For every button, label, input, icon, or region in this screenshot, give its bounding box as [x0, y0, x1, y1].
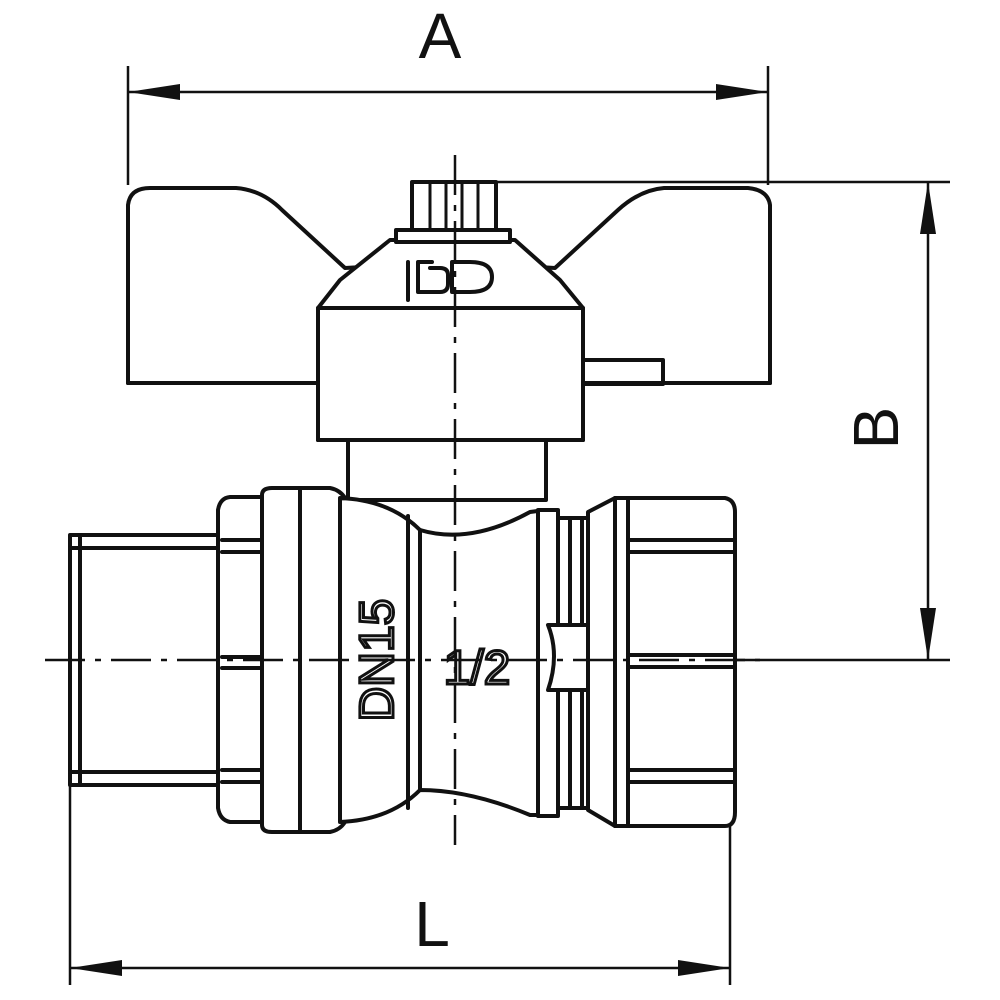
dimension-b-label: B — [840, 407, 912, 450]
right-hex-nut — [586, 496, 737, 828]
dimension-a: A — [126, 0, 770, 185]
arrow-right-icon — [678, 960, 730, 976]
stem-neck — [346, 438, 548, 502]
thread-size-marking: 1/2 — [444, 642, 511, 695]
arrow-right-icon — [716, 84, 768, 100]
dimension-l-label: L — [414, 888, 450, 960]
dimension-b: B — [495, 180, 950, 662]
arrow-down-icon — [920, 608, 936, 660]
dimension-l: L — [68, 780, 732, 985]
arrow-left-icon — [128, 84, 180, 100]
arrow-up-icon — [920, 182, 936, 234]
dimension-a-label: A — [419, 0, 462, 72]
stem-top — [394, 180, 512, 244]
body-rings — [536, 508, 604, 818]
arrow-left-icon — [70, 960, 122, 976]
logo-icon — [406, 260, 494, 302]
